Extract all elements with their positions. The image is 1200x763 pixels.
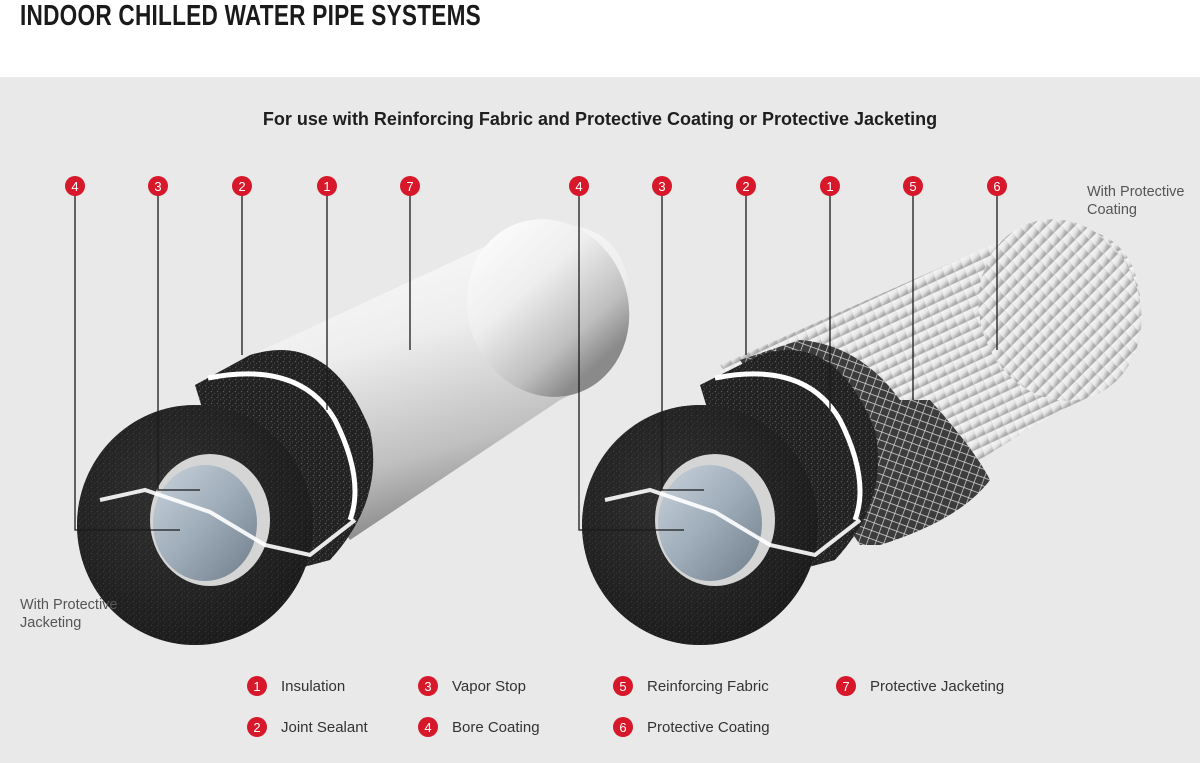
right-pipe-illustration xyxy=(582,219,1142,645)
legend-label: Protective Coating xyxy=(647,718,770,736)
page-title: INDOOR CHILLED WATER PIPE SYSTEMS xyxy=(20,0,482,32)
left-marker-7: 7 xyxy=(400,176,420,196)
legend-item-vapor-stop: 3 Vapor Stop xyxy=(418,676,526,696)
svg-text:7: 7 xyxy=(406,179,413,194)
right-caption: With Protective Coating xyxy=(1087,184,1185,218)
legend-number-badge: 2 xyxy=(247,717,267,737)
right-marker-6: 6 xyxy=(987,176,1007,196)
svg-text:1: 1 xyxy=(826,179,833,194)
legend-label: Reinforcing Fabric xyxy=(647,677,769,695)
right-marker-2: 2 xyxy=(736,176,756,196)
left-marker-3: 3 xyxy=(148,176,168,196)
left-marker-1: 1 xyxy=(317,176,337,196)
right-markers: 4 3 2 1 5 6 xyxy=(569,176,1007,196)
legend-item-joint-sealant: 2 Joint Sealant xyxy=(247,717,368,737)
svg-text:6: 6 xyxy=(993,179,1000,194)
svg-text:3: 3 xyxy=(154,179,161,194)
diagram-subtitle: For use with Reinforcing Fabric and Prot… xyxy=(262,109,938,129)
left-caption: With Protective Jacketing xyxy=(20,597,118,631)
legend-number-badge: 5 xyxy=(613,676,633,696)
svg-text:2: 2 xyxy=(742,179,749,194)
right-marker-1: 1 xyxy=(820,176,840,196)
legend-number-badge: 1 xyxy=(247,676,267,696)
legend-item-protective-jacketing: 7 Protective Jacketing xyxy=(836,676,1004,696)
left-pipe-illustration xyxy=(77,219,630,645)
legend-item-bore-coating: 4 Bore Coating xyxy=(418,717,540,737)
legend-number-badge: 4 xyxy=(418,717,438,737)
bore-coating-surface xyxy=(153,465,257,581)
right-leader-lines xyxy=(578,195,998,531)
left-marker-2: 2 xyxy=(232,176,252,196)
svg-text:1: 1 xyxy=(323,179,330,194)
legend-number-badge: 3 xyxy=(418,676,438,696)
svg-text:3: 3 xyxy=(658,179,665,194)
left-markers: 4 3 2 1 7 xyxy=(65,176,420,196)
left-leader-lines xyxy=(74,195,411,531)
legend-label: Bore Coating xyxy=(452,718,540,736)
legend-item-insulation: 1 Insulation xyxy=(247,676,345,696)
bore-coating-surface xyxy=(658,465,762,581)
svg-text:4: 4 xyxy=(71,179,78,194)
legend-item-reinforcing-fabric: 5 Reinforcing Fabric xyxy=(613,676,769,696)
legend-number-badge: 6 xyxy=(613,717,633,737)
right-marker-4: 4 xyxy=(569,176,589,196)
legend-label: Protective Jacketing xyxy=(870,677,1005,695)
svg-text:4: 4 xyxy=(575,179,582,194)
legend-label: Joint Sealant xyxy=(281,718,368,736)
legend-item-protective-coating: 6 Protective Coating xyxy=(613,717,770,737)
right-marker-3: 3 xyxy=(652,176,672,196)
left-marker-4: 4 xyxy=(65,176,85,196)
right-marker-5: 5 xyxy=(903,176,923,196)
svg-text:2: 2 xyxy=(238,179,245,194)
svg-text:5: 5 xyxy=(909,179,916,194)
legend-label: Vapor Stop xyxy=(452,677,526,695)
legend-label: Insulation xyxy=(281,677,346,695)
legend-number-badge: 7 xyxy=(836,676,856,696)
